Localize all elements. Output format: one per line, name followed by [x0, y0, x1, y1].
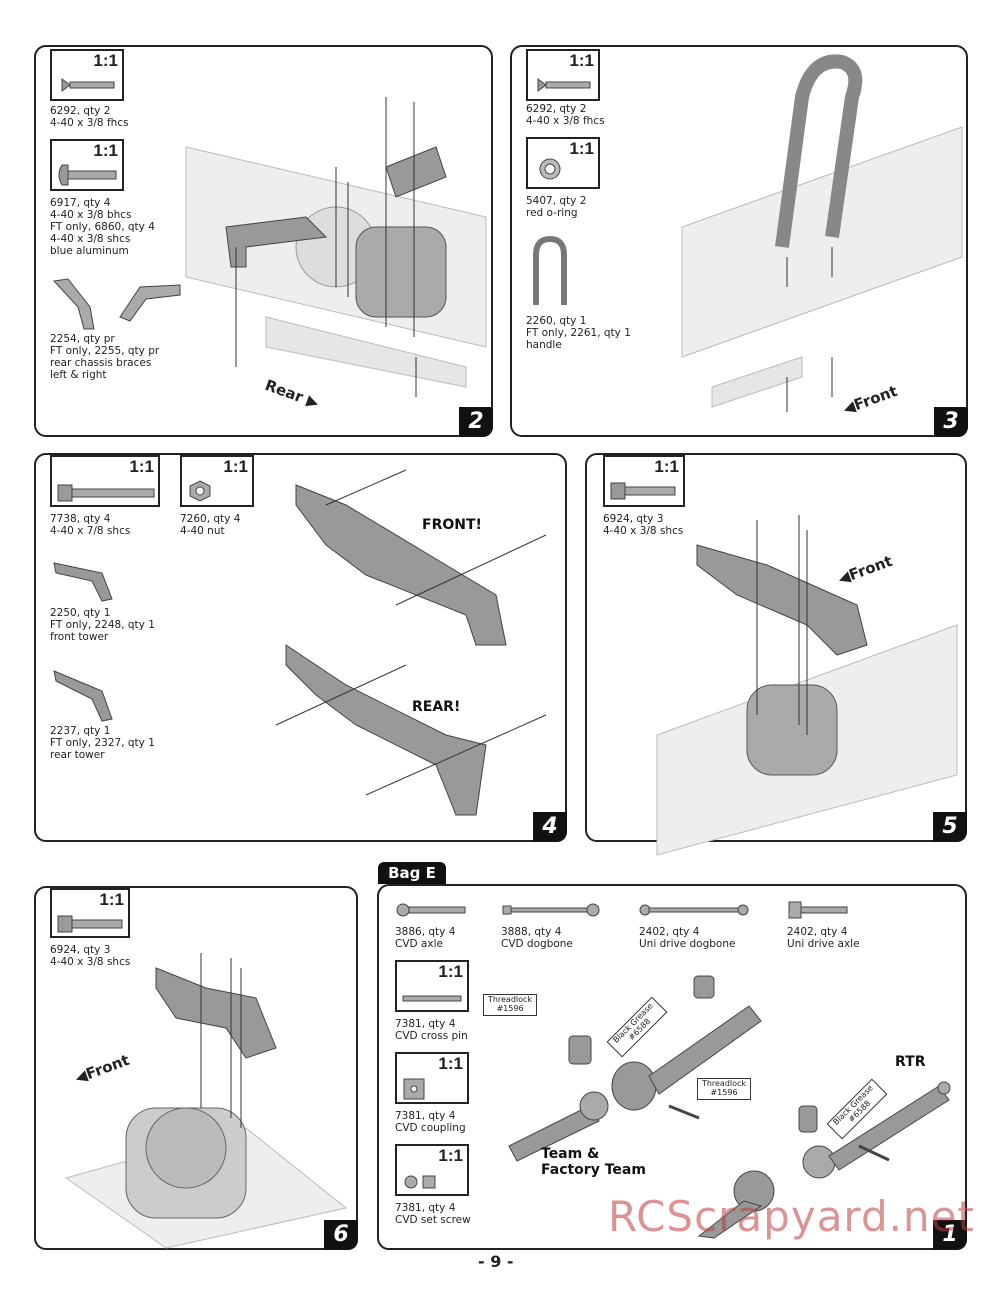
socket-head-screw-icon [57, 484, 155, 502]
uni-drive-dogbone-icon [639, 904, 749, 916]
front-tower-assembly-illustration [656, 515, 958, 856]
part-6924-box: 1:1 [50, 888, 130, 938]
shock-towers-illustration [275, 469, 547, 816]
uni-drive-axle-icon [788, 901, 848, 919]
cross-pin-icon [402, 995, 462, 1002]
part-7381-set-screw-box: 1:1 [395, 1144, 469, 1196]
watermark: RCScrapyard.net [608, 1192, 975, 1241]
part-caption: 2250, qty 1 FT only, 2248, qty 1 front t… [50, 607, 155, 643]
page-number: - 9 - [478, 1252, 514, 1271]
threadlock-tube-label: Threadlock #1596 [483, 994, 537, 1016]
nut-icon [189, 480, 211, 502]
part-caption: 6292, qty 2 4-40 x 3/8 fhcs [50, 105, 129, 129]
part-caption: 7381, qty 4 CVD coupling [395, 1110, 466, 1134]
scale-label: 1:1 [93, 141, 118, 160]
button-head-screw-icon [58, 164, 117, 186]
bag-label: Bag E [378, 862, 446, 884]
part-caption: 3888, qty 4 CVD dogbone [501, 926, 573, 950]
rtr-label: RTR [895, 1054, 926, 1070]
step-2-panel: 1:1 6292, qty 2 4-40 x 3/8 fhcs 1:1 6917… [34, 45, 493, 437]
front-tower-label: FRONT! [422, 517, 482, 533]
step-number: 3 [934, 407, 968, 437]
part-7381-cross-pin-box: 1:1 [395, 960, 469, 1012]
part-caption: 6924, qty 3 4-40 x 3/8 shcs [50, 944, 131, 968]
cvd-assembly-illustration [508, 975, 951, 1239]
cvd-axle-icon [396, 903, 466, 917]
handle-assembly-illustration [681, 54, 963, 412]
part-caption: 7738, qty 4 4-40 x 7/8 shcs [50, 513, 131, 537]
step-number: 6 [324, 1220, 358, 1250]
scale-label: 1:1 [93, 51, 118, 70]
part-caption: 3886, qty 4 CVD axle [395, 926, 456, 950]
part-caption: 2237, qty 1 FT only, 2327, qty 1 rear to… [50, 725, 155, 761]
socket-head-screw-icon [610, 482, 676, 500]
part-caption: 6292, qty 2 4-40 x 3/8 fhcs [526, 103, 605, 127]
part-5407-box: 1:1 [526, 137, 600, 189]
rear-tower-icon [53, 670, 113, 722]
front-tower-icon [53, 562, 113, 602]
part-7260-box: 1:1 [180, 455, 254, 507]
part-caption: 7381, qty 4 CVD set screw [395, 1202, 471, 1226]
chassis-brace-icon [52, 278, 181, 330]
flat-head-screw-icon [61, 78, 115, 92]
step-number: 5 [933, 812, 967, 842]
coupling-icon [403, 1078, 425, 1100]
socket-head-screw-icon [57, 915, 123, 933]
step-6-panel: 1:1 6924, qty 3 4-40 x 3/8 shcs ◀Front 6 [34, 886, 358, 1250]
cvd-dogbone-icon [502, 903, 600, 917]
part-caption: 5407, qty 2 red o-ring [526, 195, 587, 219]
part-6924-box: 1:1 [603, 455, 685, 507]
part-caption: 2402, qty 4 Uni drive dogbone [639, 926, 736, 950]
handle-icon [533, 235, 567, 305]
scale-label: 1:1 [438, 1054, 463, 1073]
part-caption: 2260, qty 1 FT only, 2261, qty 1 handle [526, 315, 631, 351]
step-3-panel: 1:1 6292, qty 2 4-40 x 3/8 fhcs 1:1 5407… [510, 45, 968, 437]
rear-tower-assembly-illustration [64, 953, 348, 1249]
part-7738-box: 1:1 [50, 455, 160, 507]
part-caption: 7381, qty 4 CVD cross pin [395, 1018, 468, 1042]
scale-label: 1:1 [654, 457, 679, 476]
o-ring-icon [539, 158, 561, 180]
threadlock-tube-label: Threadlock #1596 [697, 1078, 751, 1100]
step-number: 1 [933, 1220, 967, 1250]
scale-label: 1:1 [438, 1146, 463, 1165]
part-caption: 6917, qty 4 4-40 x 3/8 bhcs FT only, 686… [50, 197, 155, 257]
scale-label: 1:1 [438, 962, 463, 981]
part-6917-box: 1:1 [50, 139, 124, 191]
scale-label: 1:1 [569, 51, 594, 70]
scale-label: 1:1 [569, 139, 594, 158]
step-number: 2 [459, 407, 493, 437]
scale-label: 1:1 [223, 457, 248, 476]
set-screw-icon [404, 1175, 436, 1189]
step-1-panel: 3886, qty 4 CVD axle 3888, qty 4 CVD dog… [377, 884, 967, 1250]
step-5-panel: 1:1 6924, qty 3 4-40 x 3/8 shcs ◀Front 5 [585, 453, 967, 856]
flat-head-screw-icon [537, 78, 591, 92]
part-caption: 7260, qty 4 4-40 nut [180, 513, 241, 537]
part-6292-box: 1:1 [526, 49, 600, 101]
part-caption: 6924, qty 3 4-40 x 3/8 shcs [603, 513, 684, 537]
step-4-panel: 1:1 7738, qty 4 4-40 x 7/8 shcs 1:1 7260… [34, 453, 567, 842]
team-label: Team & Factory Team [541, 1146, 646, 1178]
step-number: 4 [533, 812, 567, 842]
part-6292-box: 1:1 [50, 49, 124, 101]
scale-label: 1:1 [129, 457, 154, 476]
rear-tower-label: REAR! [412, 699, 461, 715]
rear-assembly-illustration [185, 97, 487, 397]
scale-label: 1:1 [99, 890, 124, 909]
part-7381-coupling-box: 1:1 [395, 1052, 469, 1104]
part-caption: 2402, qty 4 Uni drive axle [787, 926, 860, 950]
part-caption: 2254, qty pr FT only, 2255, qty pr rear … [50, 333, 160, 381]
